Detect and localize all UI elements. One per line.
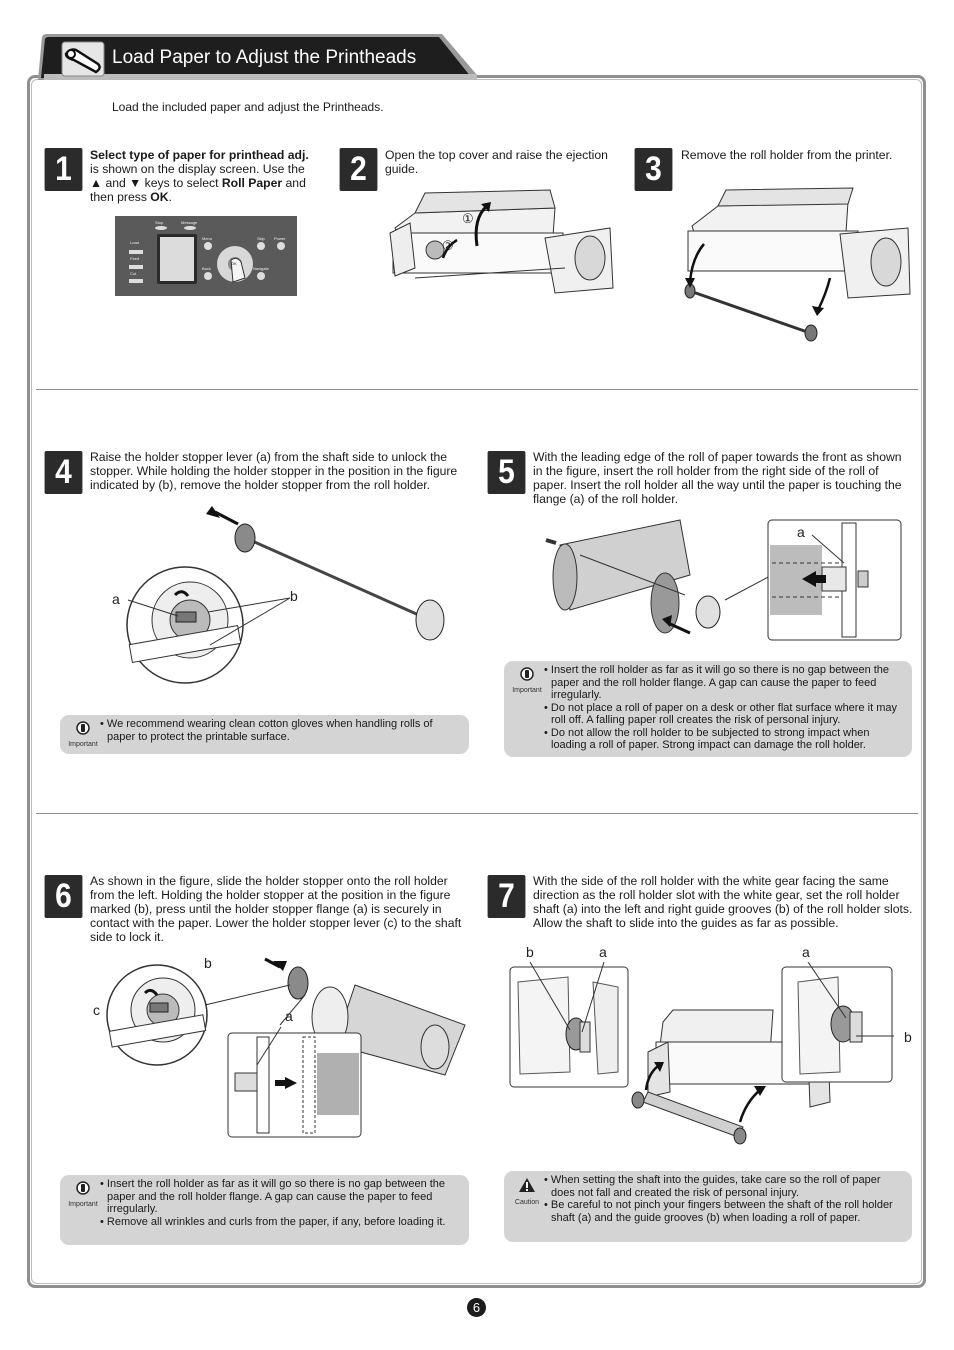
page-title: Load Paper to Adjust the Printheads [112,47,417,68]
title-tab [38,34,477,80]
step-5-text: With the leading edge of the roll of pap… [533,450,902,506]
step7-label-b-left: b [526,944,534,960]
page-number: 6 [467,1298,486,1317]
note-item: • Do not place a roll of paper on a desk… [544,701,897,727]
step6-important-note: Important • Insert the roll holder as fa… [60,1175,469,1245]
caution-icon: Caution [508,1177,546,1206]
printer-open-cover-illustration [389,189,614,294]
step-2-number: 2 [339,148,378,191]
step7-caution-note: Caution • When setting the shaft into th… [504,1171,912,1242]
step7-label-b-right: b [904,1029,912,1045]
panel-menu-label: Menu [202,236,213,241]
step2-callout-one: ① [462,211,474,226]
step-1-number: 1 [44,148,83,191]
note-item: • We recommend wearing clean cotton glov… [100,718,433,743]
step4-important-note: Important • We recommend wearing clean c… [60,715,469,754]
step-6-number: 6 [44,875,83,918]
intro-text: Load the included paper and adjust the P… [112,100,384,114]
note-item: • Insert the roll holder as far as it wi… [544,664,890,701]
panel-power-label: Power [274,236,286,241]
panel-cut-label: Cut [130,271,137,276]
set-roll-holder-illustration [509,962,894,1145]
remove-roll-holder-illustration [684,187,911,342]
step4-label-a: a [112,591,120,607]
step-5-number: 5 [487,451,526,494]
panel-message-label: Message [181,220,198,225]
step-3-number: 3 [634,148,673,191]
note-item: • When setting the shaft into the guides… [544,1174,881,1199]
step6-label-b: b [204,955,212,971]
section-divider-2 [36,813,918,814]
step-7-text: With the side of the roll holder with th… [533,874,913,930]
step6-label-a: a [285,1008,293,1024]
step5-label-a: a [797,524,805,540]
step-7-number: 7 [487,875,526,918]
step-3-text: Remove the roll holder from the printer. [681,148,893,162]
step7-label-a-right: a [802,944,810,960]
step4-label-b: b [290,588,298,604]
step-4-number: 4 [44,451,83,494]
step6-label-c: c [93,1002,100,1018]
step-6-text: As shown in the figure, slide the holder… [90,874,462,944]
note-item: • Be careful to not pinch your fingers b… [544,1199,893,1224]
section-divider-1 [36,389,918,390]
step-1-text: Select type of paper for printhead adj. … [90,148,309,204]
note-item: • Remove all wrinkles and curls from the… [100,1215,446,1228]
panel-feed-label: Feed [130,256,140,261]
printer-control-panel: Stop Message Load Feed Cut Menu Back OK … [115,216,297,296]
insert-roll-holder-illustration [545,519,902,641]
attach-holder-stopper-illustration [106,957,466,1138]
panel-load-label: Load [130,240,139,245]
panel-navigate-label: Navigate [253,266,269,271]
important-icon: Important [64,721,102,748]
holder-stopper-removal-illustration [126,506,445,684]
paper-roll-icon [61,41,105,77]
panel-ok-label: OK [231,261,237,266]
step2-callout-two: ② [442,238,454,253]
important-icon: Important [508,667,546,694]
panel-skip-label: Skip [257,236,265,241]
step7-label-a-left: a [599,944,607,960]
panel-stop-label: Stop [155,220,164,225]
panel-back-label: Back [202,266,211,271]
important-icon: Important [64,1181,102,1208]
step-4-text: Raise the holder stopper lever (a) from … [90,450,458,492]
step5-important-note: Important • Insert the roll holder as fa… [504,661,912,757]
step-2-text: Open the top cover and raise the ejectio… [385,148,608,176]
note-item: • Insert the roll holder as far as it wi… [100,1178,446,1215]
note-item: • Do not allow the roll holder to be sub… [544,726,870,752]
